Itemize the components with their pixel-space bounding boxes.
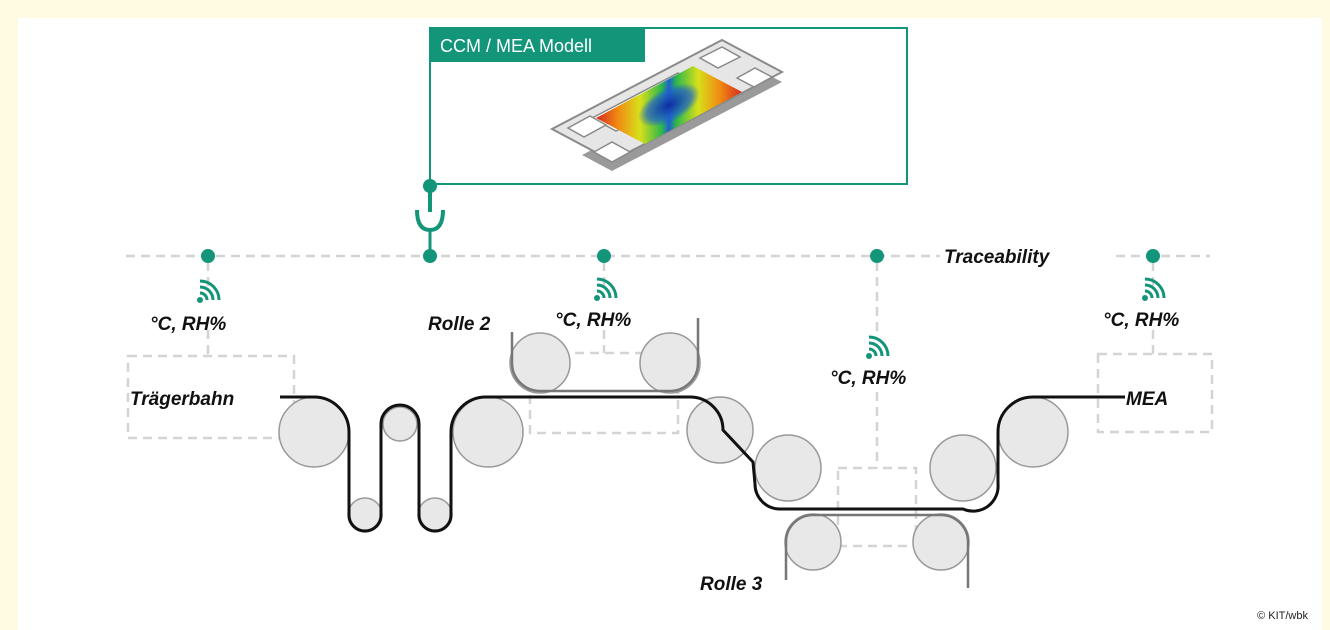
mea-model-image [549,38,785,171]
zone-roll3 [836,466,918,548]
node-4 [870,249,884,263]
roll2-web [510,318,700,393]
roll3-web [784,513,970,588]
traceability-nodes [201,249,1160,263]
roller [382,406,418,442]
label-traceability: Traceability [944,247,1051,268]
roller [754,434,822,502]
connector-node [423,179,437,193]
socket-connector-icon [415,186,445,256]
copyright-notice: © KIT/wbk [1257,610,1308,622]
rollers [278,332,1069,571]
label-end: MEA [1126,389,1168,410]
wifi-icon [1142,277,1166,301]
node-5 [1146,249,1160,263]
node-3 [597,249,611,263]
node-1 [201,249,215,263]
substrate-web [280,395,1125,533]
label-roll2: Rolle 2 [428,314,491,335]
signal-icons [197,277,1166,359]
wifi-icon [594,277,618,301]
node-2 [423,249,437,263]
zone-roll2 [528,351,680,435]
label-start: Trägerbahn [130,389,234,410]
sensor-reading: °C, RH% [555,310,631,331]
roller [452,396,524,468]
model-box-title: CCM / MEA Modell [440,36,592,56]
sensor-reading: °C, RH% [150,314,226,335]
roller [509,332,571,394]
zone-end [1096,352,1214,434]
traceability-label-bg [940,244,1110,268]
auxiliary-webs [510,318,970,588]
zone-start [126,354,296,440]
sensor-reading: °C, RH% [830,368,906,389]
wifi-icon [197,279,221,303]
wifi-icon [866,335,890,359]
model-box: CCM / MEA Modell [429,27,908,186]
roller [639,332,701,394]
sensor-reading: °C, RH% [1103,310,1179,331]
roller [929,434,997,502]
model-box-title-bg [430,28,645,62]
label-roll3: Rolle 3 [700,574,763,595]
